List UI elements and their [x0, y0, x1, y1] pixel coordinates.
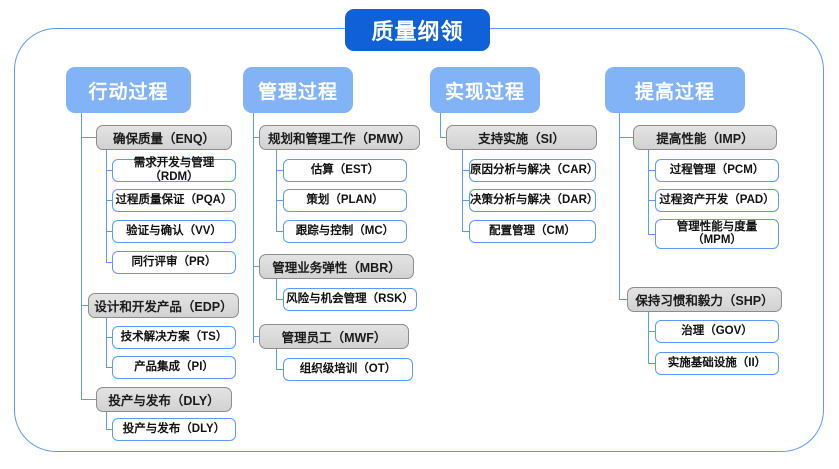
connector-pmw-c3: [276, 231, 289, 233]
leaf-box-ts[interactable]: 技术解决方案（TS）: [112, 326, 236, 349]
connector-mbr-trunk: [276, 279, 278, 300]
leaf-box-car[interactable]: 原因分析与解决（CAR）: [469, 159, 598, 182]
connector-imp-trunk: [648, 150, 650, 235]
connector-si-c1: [462, 170, 475, 172]
connector-dly-trunk: [106, 412, 108, 430]
connector-shp-trunk: [648, 312, 650, 364]
connector-imp-c1: [648, 170, 661, 172]
connector-mwf-trunk: [276, 349, 278, 370]
leaf-box-rsk[interactable]: 风险与机会管理（RSK）: [283, 288, 417, 311]
leaf-box-mpm[interactable]: 管理性能与度量（MPM）: [655, 219, 779, 249]
column-header-improvement[interactable]: 提高过程: [605, 67, 745, 113]
connector-si-c2: [462, 200, 475, 202]
connector-col1-g3: [81, 399, 96, 401]
connector-pmw-c1: [276, 170, 289, 172]
connector-imp-c2: [648, 200, 661, 202]
leaf-box-gov[interactable]: 治理（GOV）: [655, 320, 779, 343]
leaf-box-ii[interactable]: 实施基础设施（II）: [655, 352, 779, 375]
group-box-si[interactable]: 支持实施（SI）: [446, 125, 597, 150]
connector-si-trunk: [462, 150, 464, 232]
connector-imp-c3: [648, 234, 661, 236]
connector-enq-trunk: [106, 150, 108, 262]
leaf-box-pqa[interactable]: 过程质量保证（PQA）: [112, 189, 236, 212]
leaf-box-plan[interactable]: 策划（PLAN）: [283, 189, 407, 212]
leaf-box-est[interactable]: 估算（EST）: [283, 159, 407, 182]
connector-si-c3: [462, 231, 475, 233]
leaf-box-dar[interactable]: 决策分析与解决（DAR）: [469, 189, 598, 212]
leaf-box-ot[interactable]: 组织级培训（OT）: [283, 358, 413, 381]
connector-col1-trunk: [81, 113, 83, 399]
leaf-box-pcm[interactable]: 过程管理（PCM）: [655, 159, 779, 182]
leaf-box-cm[interactable]: 配置管理（CM）: [469, 220, 596, 243]
connector-col4-g1: [619, 137, 633, 139]
connector-col3-trunk: [440, 113, 442, 138]
connector-col2-trunk: [253, 113, 255, 343]
group-box-edp[interactable]: 设计和开发产品（EDP）: [88, 293, 239, 318]
leaf-box-mc[interactable]: 跟踪与控制（MC）: [283, 220, 407, 243]
leaf-box-vv[interactable]: 验证与确认（VV）: [112, 220, 236, 243]
leaf-box-pi[interactable]: 产品集成（PI）: [112, 356, 236, 379]
connector-shp-c2: [648, 363, 661, 365]
connector-mbr-c1: [276, 299, 289, 301]
diagram-title: 质量纲领: [345, 9, 490, 51]
group-box-mwf[interactable]: 管理员工（MWF）: [259, 324, 409, 349]
connector-edp-trunk: [106, 318, 108, 368]
leaf-box-dly-child[interactable]: 投产与发布（DLY）: [112, 418, 236, 441]
connector-pmw-c2: [276, 200, 289, 202]
group-box-pmw[interactable]: 规划和管理工作（PMW）: [259, 125, 420, 150]
group-box-dly[interactable]: 投产与发布（DLY）: [96, 387, 232, 412]
connector-pmw-trunk: [276, 150, 278, 232]
column-header-management[interactable]: 管理过程: [243, 67, 353, 113]
connector-col4-trunk: [619, 113, 621, 300]
group-box-enq[interactable]: 确保质量（ENQ）: [96, 125, 232, 150]
connector-shp-c1: [648, 331, 661, 333]
group-box-mbr[interactable]: 管理业务弹性（MBR）: [259, 254, 414, 279]
group-box-shp[interactable]: 保持习惯和毅力（SHP）: [627, 287, 782, 312]
connector-col1-g1: [81, 137, 96, 139]
leaf-box-rdm[interactable]: 需求开发与管理（RDM）: [112, 157, 236, 183]
connector-col4-g2: [619, 299, 633, 301]
column-header-action[interactable]: 行动过程: [66, 67, 191, 113]
group-box-imp[interactable]: 提高性能（IMP）: [633, 125, 777, 150]
leaf-box-pad[interactable]: 过程资产开发（PAD）: [655, 189, 779, 212]
column-header-realization[interactable]: 实现过程: [430, 67, 540, 113]
connector-mwf-c1: [276, 369, 289, 371]
leaf-box-pr[interactable]: 同行评审（PR）: [112, 251, 236, 274]
